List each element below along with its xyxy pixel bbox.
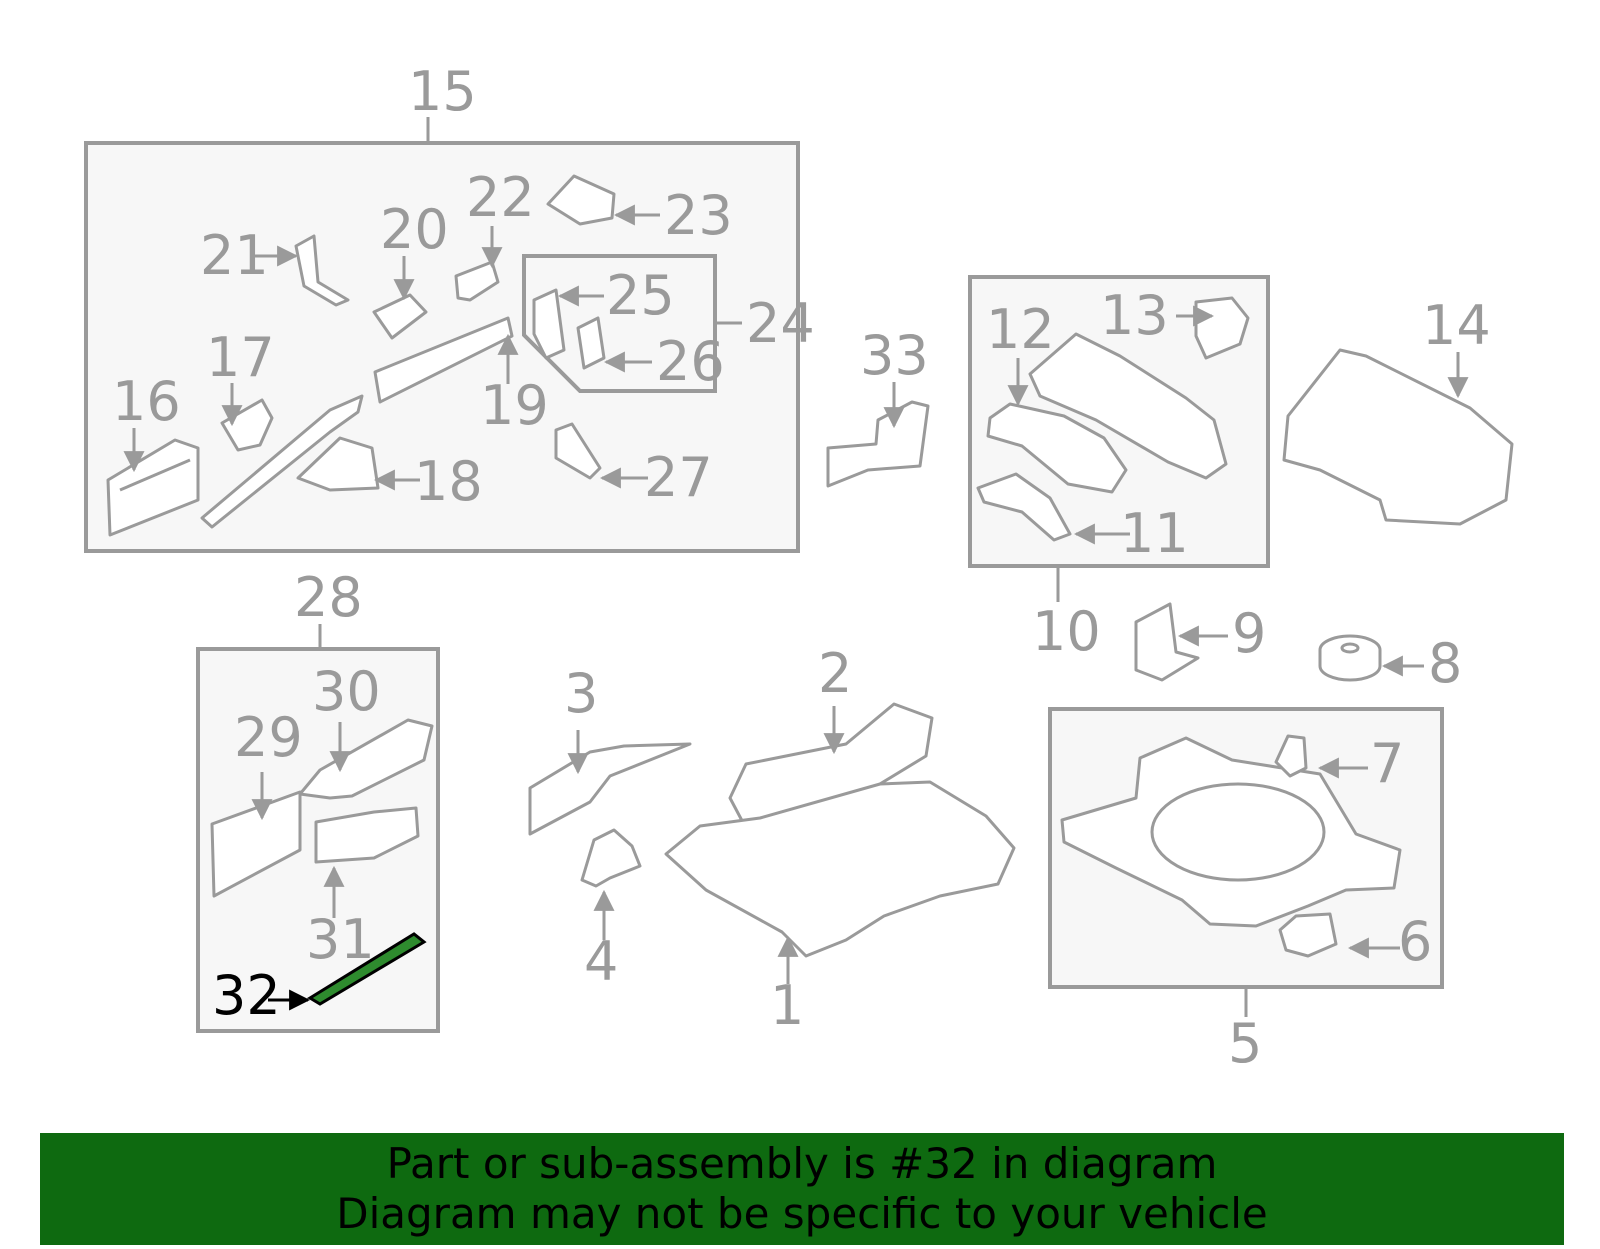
- part-16: [106, 438, 200, 537]
- callout-20: 20: [380, 198, 449, 261]
- part-17: [220, 398, 274, 452]
- part-32-highlight: [307, 932, 427, 1006]
- part-31: [314, 806, 420, 864]
- part-12: [986, 402, 1128, 494]
- part-21: [294, 234, 350, 307]
- callout-14: 14: [1422, 294, 1491, 357]
- callout-29: 29: [234, 706, 303, 769]
- banner-line-1: Part or sub-assembly is #32 in diagram: [386, 1139, 1218, 1188]
- part-frame-rail: [200, 394, 364, 529]
- callout-17: 17: [206, 326, 275, 389]
- part-9: [1134, 602, 1200, 682]
- callout-10: 10: [1032, 600, 1101, 663]
- callout-31: 31: [306, 908, 375, 971]
- part-7: [1274, 734, 1308, 778]
- part-14: [1282, 348, 1514, 526]
- part-20: [372, 293, 428, 340]
- callout-12: 12: [986, 298, 1055, 361]
- callout-18: 18: [414, 450, 483, 513]
- callout-2: 2: [818, 642, 852, 705]
- callout-15: 15: [408, 60, 477, 123]
- part-8: [1318, 634, 1382, 682]
- callout-6: 6: [1398, 910, 1432, 973]
- callout-8: 8: [1428, 632, 1462, 695]
- callout-25: 25: [606, 264, 675, 327]
- callout-24: 24: [746, 292, 815, 355]
- part-3: [528, 742, 692, 836]
- callout-28: 28: [294, 566, 363, 629]
- callout-30: 30: [312, 660, 381, 723]
- part-33: [826, 400, 930, 488]
- callout-21: 21: [200, 224, 269, 287]
- callout-9: 9: [1232, 602, 1266, 665]
- callout-3: 3: [564, 662, 598, 725]
- part-25: [532, 288, 566, 360]
- callout-4: 4: [584, 930, 618, 993]
- callout-22: 22: [466, 166, 535, 229]
- part-1: [664, 780, 1016, 958]
- callout-13: 13: [1100, 284, 1169, 347]
- part-23: [546, 174, 616, 226]
- callout-16: 16: [112, 370, 181, 433]
- part-18: [296, 436, 380, 492]
- part-5-floor: [1060, 736, 1402, 928]
- part-6: [1278, 912, 1338, 958]
- callout-32: 32: [212, 964, 281, 1027]
- callout-11: 11: [1120, 502, 1189, 565]
- callout-23: 23: [664, 184, 733, 247]
- info-banner: Part or sub-assembly is #32 in diagram D…: [40, 1133, 1564, 1245]
- callout-19: 19: [480, 374, 549, 437]
- banner-line-2: Diagram may not be specific to your vehi…: [336, 1189, 1268, 1238]
- callout-7: 7: [1370, 732, 1404, 795]
- callout-26: 26: [656, 330, 725, 393]
- parts-diagram: 15 21 20 22 23 25 24 26 17 16 19 18 27 3…: [84, 60, 1514, 1075]
- callout-5: 5: [1228, 1012, 1262, 1075]
- part-26: [576, 316, 606, 370]
- callout-1: 1: [770, 974, 804, 1037]
- callout-27: 27: [644, 446, 713, 509]
- part-11: [976, 472, 1072, 542]
- part-13-panel: [1028, 332, 1228, 480]
- callout-33: 33: [860, 324, 929, 387]
- part-4: [580, 828, 642, 888]
